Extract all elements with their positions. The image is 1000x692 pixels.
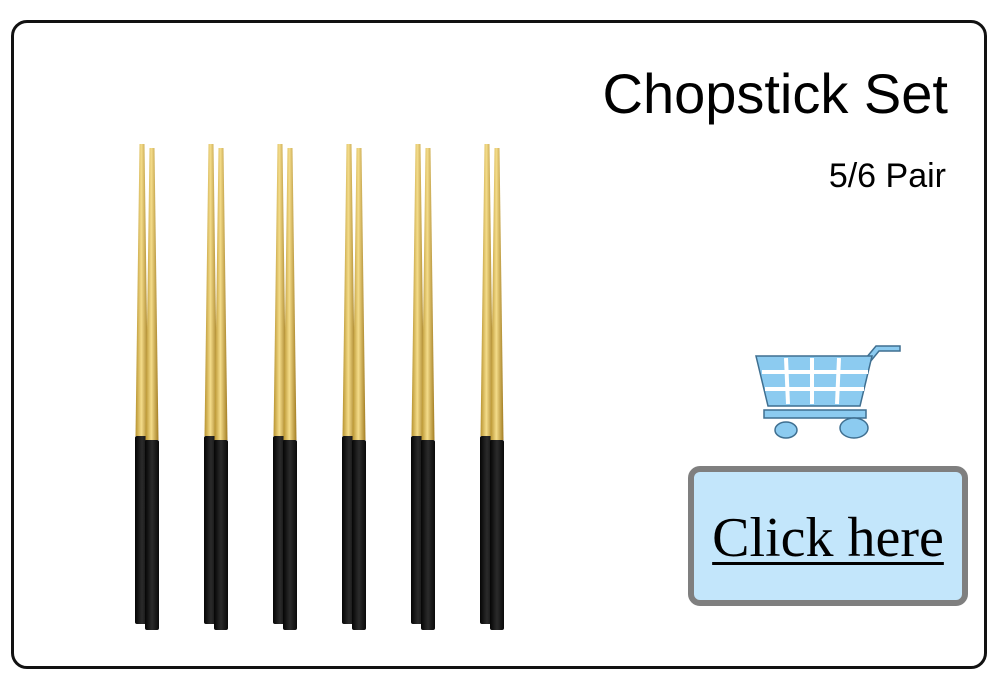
- chopstick-tip: [214, 148, 228, 440]
- chopstick-tip: [135, 144, 149, 436]
- product-title: Chopstick Set: [602, 62, 949, 125]
- chopstick-handle: [421, 440, 435, 630]
- chopstick-tip: [411, 144, 425, 436]
- product-subtitle: 5/6 Pair: [828, 157, 946, 195]
- chopstick-handle: [352, 440, 366, 630]
- chopstick-handle: [490, 440, 504, 630]
- click-here-label: Click here: [712, 507, 944, 569]
- chopstick-tip: [490, 148, 504, 440]
- chopstick-pair: [273, 144, 297, 630]
- chopstick-pair: [342, 144, 366, 630]
- chopstick-handle: [214, 440, 228, 630]
- chopstick-tip: [480, 144, 494, 436]
- chopstick-tip: [145, 148, 159, 440]
- chopstick-pair: [411, 144, 435, 630]
- chopstick-tip: [204, 144, 218, 436]
- shopping-cart-icon[interactable]: [754, 342, 904, 442]
- click-here-button[interactable]: Click here: [688, 466, 968, 606]
- chopstick-tip: [342, 144, 356, 436]
- chopstick-tip: [421, 148, 435, 440]
- chopstick-tip: [352, 148, 366, 440]
- chopstick-handle: [283, 440, 297, 630]
- chopstick-tip: [273, 144, 287, 436]
- chopstick-handle: [145, 440, 159, 630]
- chopstick-pair: [135, 144, 159, 630]
- chopstick-tip: [283, 148, 297, 440]
- chopstick-set-image: [135, 144, 504, 630]
- chopstick-pair: [204, 144, 228, 630]
- chopstick-pair: [480, 144, 504, 630]
